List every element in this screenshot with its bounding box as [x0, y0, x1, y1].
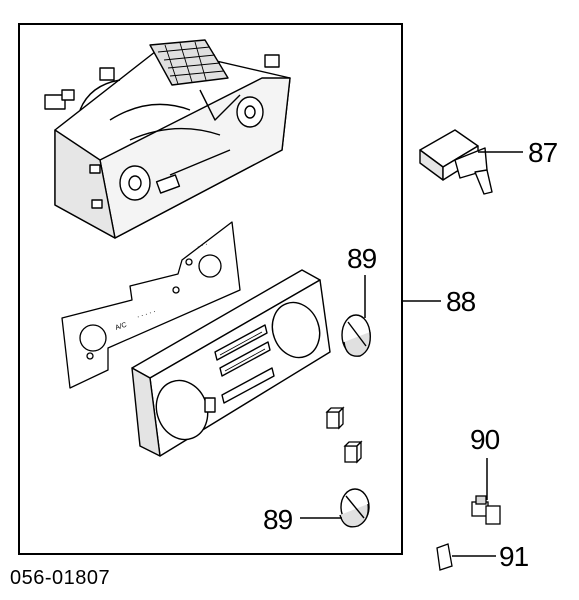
- knob-lower: [339, 488, 370, 528]
- indicator-plate: [61, 221, 241, 389]
- callout-87: 87: [528, 137, 558, 168]
- callout-88: 88: [446, 286, 476, 317]
- callout-89-top: 89: [347, 243, 377, 274]
- plate-fan-marks: ᐧ ᐧ ᐧ: [196, 240, 209, 252]
- switch-tabs: [325, 406, 363, 464]
- connector-87: [419, 129, 493, 195]
- callout-90: 90: [470, 424, 500, 455]
- control-mechanism: [44, 39, 291, 239]
- knob-upper: [341, 314, 371, 357]
- callout-91: 91: [499, 541, 529, 572]
- assembly-frame: [18, 23, 403, 555]
- callout-89-bottom: 89: [263, 504, 293, 535]
- control-panel-bezel: [131, 269, 331, 457]
- clip-91: [436, 543, 453, 571]
- reference-number: 056-01807: [10, 567, 111, 589]
- switch-90: [471, 495, 501, 525]
- plate-ac-mark: A/C: [114, 322, 127, 332]
